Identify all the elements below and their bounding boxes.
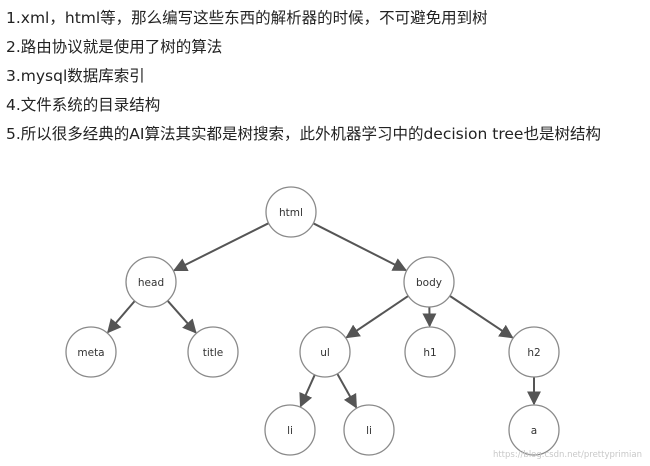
text-line-3: 3.mysql数据库索引 — [6, 67, 145, 85]
node-label-li2: li — [366, 425, 372, 437]
node-label-ul: ul — [320, 347, 330, 359]
node-circle-a — [508, 404, 560, 456]
node-label-h1: h1 — [423, 347, 436, 359]
edge-html-to-head — [173, 222, 270, 272]
node-circle-h2 — [508, 326, 560, 378]
text-block: 1.xml，html等，那么编写这些东西的解析器的时候，不可避免用到树 2.路由… — [6, 4, 646, 149]
node-circle-li1 — [264, 404, 316, 456]
text-line-1: 1.xml，html等，那么编写这些东西的解析器的时候，不可避免用到树 — [6, 9, 488, 27]
tree-node-head: head — [125, 256, 177, 308]
edge-html-to-body — [312, 222, 408, 272]
edge-head-to-meta — [107, 300, 136, 334]
edge-body-to-h2 — [449, 295, 514, 339]
node-circle-head — [125, 256, 177, 308]
text-line-5: 5.所以很多经典的AI算法其实都是树搜索，此外机器学习中的decision tr… — [6, 125, 601, 143]
tree-node-body: body — [403, 256, 455, 308]
tree-node-li1: li — [264, 404, 316, 456]
node-label-h2: h2 — [527, 347, 540, 359]
node-label-body: body — [416, 277, 442, 289]
node-circle-body — [403, 256, 455, 308]
node-circle-html — [265, 186, 317, 238]
node-label-meta: meta — [77, 347, 104, 359]
tree-nodes: html head body meta title ul h1 h2 li li a — [65, 186, 560, 456]
text-line-4: 4.文件系统的目录结构 — [6, 96, 161, 114]
node-label-html: html — [279, 207, 303, 219]
edge-ul-to-li1 — [299, 374, 316, 408]
node-label-head: head — [138, 277, 164, 289]
edge-head-to-title — [166, 300, 197, 334]
node-circle-ul — [299, 326, 351, 378]
tree-node-title: title — [187, 326, 239, 378]
node-circle-title — [187, 326, 239, 378]
tree-node-h2: h2 — [508, 326, 560, 378]
tree-node-ul: ul — [299, 326, 351, 378]
tree-edges — [107, 222, 541, 409]
node-label-title: title — [203, 347, 224, 359]
tree-node-meta: meta — [65, 326, 117, 378]
node-circle-meta — [65, 326, 117, 378]
node-circle-h1 — [404, 326, 456, 378]
edge-body-to-ul — [345, 295, 409, 339]
node-label-li1: li — [287, 425, 293, 437]
text-line-2: 2.路由协议就是使用了树的算法 — [6, 38, 223, 56]
tree-node-li2: li — [343, 404, 395, 456]
edge-ul-to-li2 — [336, 373, 358, 409]
node-circle-li2 — [343, 404, 395, 456]
tree-node-a: a — [508, 404, 560, 456]
tree-node-h1: h1 — [404, 326, 456, 378]
tree-node-html: html — [265, 186, 317, 238]
watermark-text: https://blog.csdn.net/prettyprimian — [492, 450, 642, 460]
node-label-a: a — [531, 425, 537, 437]
